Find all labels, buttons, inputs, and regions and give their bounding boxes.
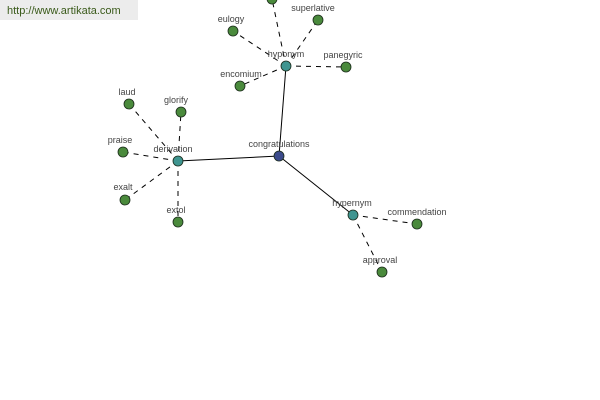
word-label-approval: approval (363, 255, 398, 265)
word-node-glorify[interactable] (175, 106, 187, 118)
edge-exalt (124, 160, 179, 201)
word-node-extol[interactable] (172, 216, 184, 228)
word-label-encomium: encomium (220, 69, 262, 79)
edge-derivation (177, 155, 280, 162)
word-node-eulogy[interactable] (227, 25, 239, 37)
word-node-commendation[interactable] (411, 218, 423, 230)
word-node-exalt[interactable] (119, 194, 131, 206)
nodes: congratulations hyponym derivation hypernym… (108, 0, 447, 278)
word-label-laud: laud (118, 87, 135, 97)
edge-panegyric (285, 65, 347, 68)
word-node-approval[interactable] (376, 266, 388, 278)
word-node-praise[interactable] (117, 146, 129, 158)
edge-glorify (177, 111, 182, 162)
word-label-extol: extol (166, 205, 185, 215)
edge-top (271, 0, 287, 67)
word-label-superlative: superlative (291, 3, 335, 13)
relation-label-hypernym: hypernym (332, 198, 372, 208)
relation-node-hyponym[interactable] (280, 60, 292, 72)
word-label-exalt: exalt (113, 182, 133, 192)
relation-node-hypernym[interactable] (347, 209, 359, 221)
word-node-top[interactable] (266, 0, 278, 5)
word-node-encomium[interactable] (234, 80, 246, 92)
edge-approval (352, 214, 383, 273)
edges (122, 0, 418, 273)
word-label-praise: praise (108, 135, 133, 145)
word-label-eulogy: eulogy (218, 14, 245, 24)
root-label-congratulations: congratulations (248, 139, 310, 149)
word-label-glorify: glorify (164, 95, 189, 105)
word-label-panegyric: panegyric (323, 50, 363, 60)
watermark-link[interactable]: http://www.artikata.com (0, 0, 138, 20)
relation-node-derivation[interactable] (172, 155, 184, 167)
word-node-superlative[interactable] (312, 14, 324, 26)
edge-eulogy (232, 30, 287, 67)
edge-encomium (239, 65, 287, 87)
edge-commendation (352, 214, 418, 225)
word-label-commendation: commendation (387, 207, 446, 217)
edge-laud (128, 103, 179, 162)
edge-hypernym (278, 155, 354, 216)
relation-label-hyponym: hyponym (268, 49, 305, 59)
relation-label-derivation: derivation (153, 144, 192, 154)
word-node-panegyric[interactable] (340, 61, 352, 73)
root-node-congratulations[interactable] (273, 150, 285, 162)
edge-superlative (285, 19, 319, 67)
edge-hyponym (278, 65, 287, 157)
word-node-laud[interactable] (123, 98, 135, 110)
